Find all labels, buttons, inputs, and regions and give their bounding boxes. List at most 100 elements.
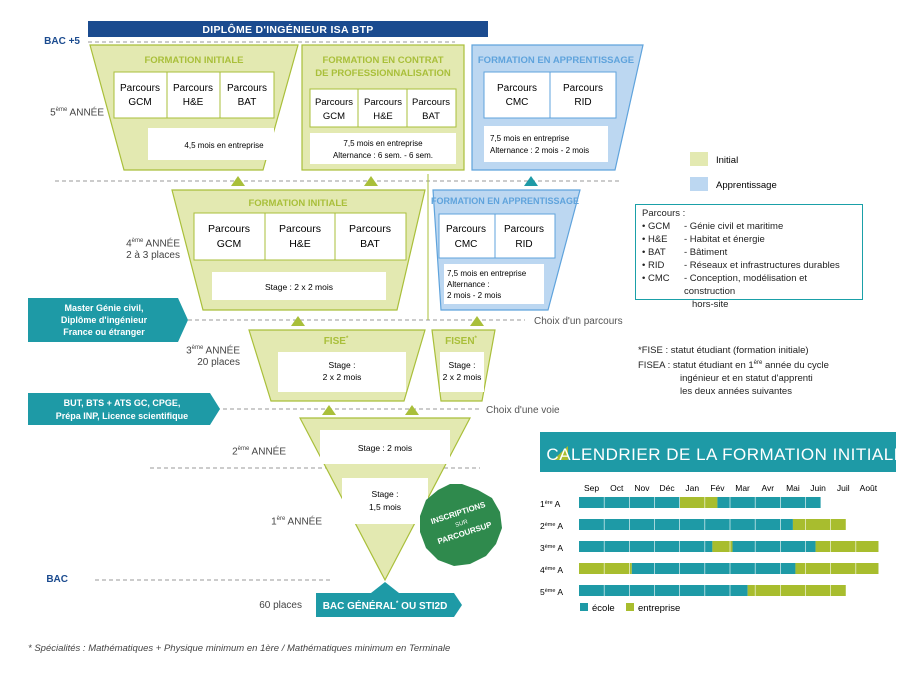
entry-but-tab <box>28 393 220 425</box>
svg-text:Parcours: Parcours <box>279 223 321 235</box>
svg-text:CMC: CMC <box>506 97 529 108</box>
y4-apprentissage-parcours: Parcours CMC Parcours RID <box>438 213 556 259</box>
y3-fise-note1: Stage : <box>329 360 356 370</box>
arrow-up-icon <box>364 176 378 186</box>
y5-initiale-note: 4,5 mois en entreprise <box>184 141 264 150</box>
footnote: * Spécialités : Mathématiques + Physique… <box>28 643 451 654</box>
svg-text:Parcours: Parcours <box>173 83 213 94</box>
arrow-up-icon <box>322 405 336 415</box>
calendar-row-label: 2ème A <box>540 521 563 531</box>
fise-note: *FISE : statut étudiant (formation initi… <box>638 345 809 356</box>
y5-contrat-parcours: Parcours GCM Parcours H&E Parcours BAT <box>309 88 457 128</box>
legend-ecole-label: école <box>592 603 615 614</box>
y2-note-box <box>320 430 450 464</box>
y3-fisen-title: FISEN* <box>445 336 477 347</box>
y5-initiale-parcours: Parcours GCM Parcours H&E Parcours BAT <box>113 71 275 119</box>
y4-initiale-title: FORMATION INITIALE <box>248 198 347 209</box>
calendar-month-label: Sep <box>584 483 599 493</box>
fisea-note-line: ingénieur et en statut d'apprenti <box>680 373 813 385</box>
svg-text:Parcours: Parcours <box>120 83 160 94</box>
svg-text:Parcours: Parcours <box>227 83 267 94</box>
y4-apprentissage-note1: 7,5 mois en entreprise <box>447 269 527 278</box>
calendar-row-label: 1ère A <box>540 499 561 509</box>
entry-but-line: BUT, BTS + ATS GC, CPGE, <box>64 398 181 408</box>
y4-initiale-note: Stage : 2 x 2 mois <box>265 282 333 292</box>
arrow-up-icon <box>524 176 538 186</box>
legend-ecole-swatch <box>580 603 588 611</box>
calendar-entreprise-segment <box>747 585 846 596</box>
year1-label: 1ère ANNÉE <box>271 516 322 528</box>
fisea-note-line: les deux années suivantes <box>680 386 792 398</box>
calendar-month-label: Déc <box>660 483 676 493</box>
choice-parcours-label: Choix d'un parcours <box>534 316 623 327</box>
entry-master-line: France ou étranger <box>63 327 145 337</box>
calendar-ecole-segment <box>717 497 821 508</box>
choice-voie-label: Choix d'une voie <box>486 405 560 416</box>
svg-text:CMC: CMC <box>455 239 478 250</box>
bottom-places: 60 places <box>259 600 302 611</box>
y5-initiale-title: FORMATION INITIALE <box>144 55 243 66</box>
legend-apprentissage-swatch <box>690 177 708 191</box>
y2-note: Stage : 2 mois <box>358 443 412 453</box>
parcours-legend-row: • BAT- Bâtiment <box>642 247 728 258</box>
svg-text:H&E: H&E <box>373 111 393 122</box>
parcours-legend-row: • GCM- Génie civil et maritime <box>642 221 784 232</box>
y3-fise-note-box <box>278 352 406 392</box>
y3-fisen-note-box <box>440 352 484 392</box>
svg-text:Parcours: Parcours <box>412 97 450 108</box>
legend-entreprise-label: entreprise <box>638 603 680 614</box>
y1-note-box <box>342 478 428 524</box>
y1-note2: 1,5 mois <box>369 502 401 512</box>
calendar-ecole-segment <box>579 585 748 596</box>
svg-text:RID: RID <box>574 97 591 108</box>
entry-master-line: Master Génie civil, <box>64 303 143 313</box>
svg-text:Parcours: Parcours <box>497 83 537 94</box>
y1-note1: Stage : <box>372 489 399 499</box>
bac-general-pill <box>316 593 462 617</box>
svg-text:Parcours: Parcours <box>364 97 402 108</box>
y5-initiale-note-box <box>148 128 274 160</box>
y5-contrat-note2: Alternance : 6 sem. - 6 sem. <box>333 151 433 160</box>
calendar-entreprise-segment <box>795 563 879 574</box>
y5-apprentissage-note1: 7,5 mois en entreprise <box>490 134 570 143</box>
y4-initiale-parcours: Parcours GCM Parcours H&E Parcours BAT <box>193 212 407 261</box>
y5-contrat-title2: DE PROFESSIONNALISATION <box>315 68 451 79</box>
svg-text:BAT: BAT <box>238 97 257 108</box>
y5-contrat-title1: FORMATION EN CONTRAT <box>322 55 443 66</box>
calendar-entreprise-segment <box>815 541 879 552</box>
calendar-row-label: 3ème A <box>540 543 563 553</box>
svg-text:BAT: BAT <box>422 111 440 122</box>
y5-apprentissage-note-box <box>484 126 608 162</box>
calendar-title: CALENDRIER DE LA FORMATION INITIALE <box>546 445 905 464</box>
parcours-legend-title: Parcours : <box>642 208 686 219</box>
entry-master-tab <box>28 298 188 342</box>
calendar-entreprise-segment <box>579 563 632 574</box>
arrow-up-icon <box>231 176 245 186</box>
calendar-row-label: 5ème A <box>540 587 563 597</box>
calendar-entreprise-segment <box>712 541 733 552</box>
y3-fisen-note1: Stage : <box>449 360 476 370</box>
calendar-ecole-segment <box>631 563 796 574</box>
top-banner <box>88 21 488 37</box>
fisea-note: FISEA : statut étudiant en 1ère année du… <box>638 360 829 372</box>
y4-apprentissage-note2: Alternance : <box>447 280 490 289</box>
svg-text:SUR: SUR <box>455 519 470 529</box>
legend-apprentissage-label: Apprentissage <box>716 180 777 191</box>
parcours-legend: Parcours : • GCM- Génie civil et maritim… <box>635 204 863 310</box>
svg-text:BAT: BAT <box>360 238 380 250</box>
y4-apprentissage-note3: 2 mois - 2 mois <box>447 291 501 300</box>
legend-initial-label: Initial <box>716 155 738 166</box>
y3-fise-title: FISE* <box>324 336 349 347</box>
calendar-month-label: Avr <box>761 483 774 493</box>
arrow-up-icon <box>371 582 399 593</box>
y3-fisen-note2: 2 x 2 mois <box>443 372 482 382</box>
top-banner-text: DIPLÔME D'INGÉNIEUR ISA BTP <box>202 23 373 36</box>
legend-entreprise-swatch <box>626 603 634 611</box>
y5-apprentissage-title: FORMATION EN APPRENTISSAGE <box>478 55 634 66</box>
svg-text:Parcours: Parcours <box>446 224 486 235</box>
level-bac: BAC <box>46 574 68 585</box>
